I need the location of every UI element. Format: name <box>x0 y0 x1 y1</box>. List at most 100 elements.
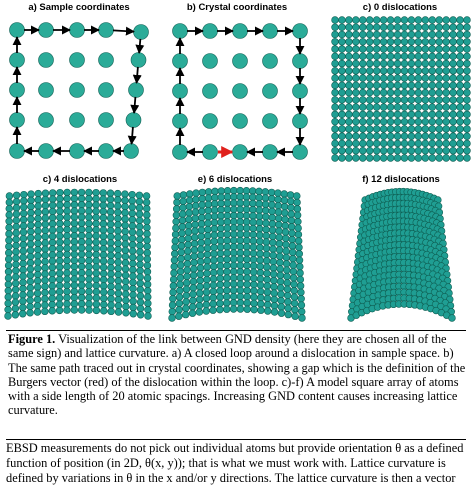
lattice-atom <box>366 110 374 119</box>
loop-arrow <box>132 66 142 84</box>
lattice-atom <box>223 286 231 295</box>
lattice-atom <box>276 252 284 261</box>
lattice-atom <box>331 16 339 24</box>
lattice-atom <box>428 125 436 133</box>
lattice-atom <box>366 147 374 155</box>
lattice-atom <box>449 96 457 104</box>
lattice-atom <box>121 215 129 223</box>
lattice-atom <box>85 201 93 209</box>
lattice-atom <box>121 277 130 286</box>
lattice-atom <box>338 30 346 39</box>
lattice-atom <box>99 195 108 203</box>
lattice-atom <box>281 228 290 236</box>
lattice-atom <box>210 262 218 271</box>
lattice-atom <box>128 222 137 230</box>
lattice-atom <box>386 110 395 119</box>
lattice-atom <box>449 117 457 126</box>
lattice-atom <box>414 117 423 126</box>
lattice-atom <box>372 59 381 68</box>
lattice-atom <box>19 278 27 287</box>
lattice-atom <box>190 258 198 267</box>
lattice-atom <box>5 204 13 213</box>
lattice-atom <box>442 59 450 68</box>
lattice-atom <box>281 209 289 217</box>
lattice-atom <box>456 125 464 133</box>
lattice-atom <box>55 275 64 284</box>
lattice-atom <box>176 280 184 288</box>
lattice-atom <box>209 268 218 277</box>
lattice-atom <box>216 268 225 276</box>
lattice-atom <box>121 240 130 248</box>
lattice-atom <box>407 96 416 104</box>
lattice-atom <box>77 275 86 283</box>
lattice-atom <box>289 267 298 276</box>
lattice-atom <box>129 310 137 318</box>
lattice-atom <box>345 103 353 111</box>
lattice-atom <box>192 195 200 204</box>
atom <box>9 52 25 68</box>
lattice-atom <box>143 236 151 244</box>
lattice-atom <box>414 52 423 61</box>
lattice-atom <box>407 30 416 39</box>
lattice-atom <box>175 293 184 301</box>
lattice-atom <box>135 204 144 212</box>
lattice-atom <box>449 45 457 53</box>
lattice-atom <box>5 211 13 219</box>
lattice-atom <box>282 260 291 268</box>
lattice-atom <box>203 282 211 290</box>
lattice-atom <box>34 270 42 279</box>
lattice-atom <box>243 268 251 276</box>
lattice-atom <box>26 246 35 255</box>
lattice-atom <box>41 282 49 291</box>
lattice-atom <box>345 132 353 140</box>
lattice-atom <box>463 23 471 31</box>
lattice-atom <box>283 279 291 287</box>
lattice-atom <box>197 232 205 241</box>
lattice-atom <box>449 147 457 155</box>
lattice-atom <box>48 220 57 228</box>
lattice-atom <box>345 67 353 75</box>
lattice-atom <box>12 197 21 206</box>
panel-b-crystal-loop <box>172 23 308 160</box>
lattice-atom <box>182 291 191 300</box>
lattice-atom <box>171 243 179 252</box>
lattice-atom <box>372 74 381 82</box>
lattice-atom <box>121 234 129 242</box>
lattice-atom <box>386 67 395 75</box>
lattice-atom <box>345 74 353 82</box>
lattice-atom <box>183 260 192 268</box>
atom <box>69 52 85 68</box>
lattice-atom <box>216 287 224 295</box>
lattice-atom <box>236 199 244 207</box>
lattice-atom <box>359 110 367 119</box>
lattice-atom <box>136 229 144 237</box>
lattice-atom <box>236 249 244 257</box>
lattice-atom <box>270 302 279 310</box>
lattice-atom <box>372 110 381 119</box>
lattice-atom <box>223 230 231 239</box>
lattice-atom <box>331 67 339 75</box>
atom <box>123 143 139 159</box>
lattice-atom <box>456 67 464 75</box>
lattice-atom <box>263 269 271 278</box>
lattice-atom <box>56 201 64 209</box>
lattice-atom <box>379 74 388 82</box>
lattice-atom <box>63 232 71 240</box>
lattice-atom <box>70 238 79 246</box>
lattice-atom <box>393 147 402 155</box>
lattice-atom <box>274 195 282 204</box>
lattice-atom <box>290 286 298 295</box>
lattice-atom <box>19 291 27 299</box>
lattice-atom <box>456 45 464 53</box>
lattice-atom <box>393 132 402 140</box>
lattice-atom <box>63 201 71 209</box>
lattice-atom <box>297 301 306 309</box>
lattice-atom <box>209 281 218 289</box>
lattice-atom <box>184 241 192 249</box>
lattice-atom <box>352 139 360 148</box>
lattice-atom <box>242 211 251 220</box>
lattice-atom <box>372 88 381 97</box>
lattice-atom <box>34 258 42 266</box>
lattice-atom <box>414 88 423 97</box>
lattice-atom <box>85 188 93 197</box>
